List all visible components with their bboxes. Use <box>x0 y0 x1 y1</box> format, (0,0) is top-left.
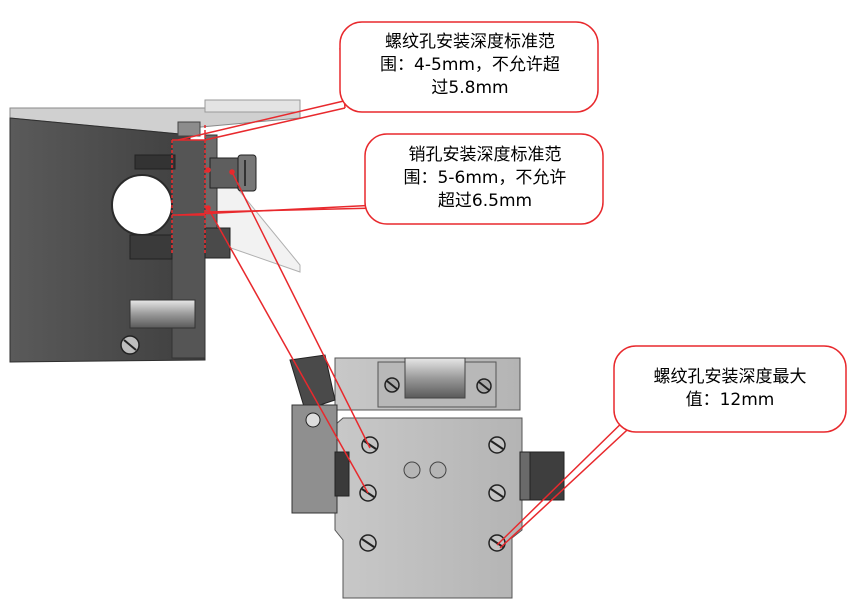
motor-housing <box>404 357 466 399</box>
leader-lines <box>177 47 641 549</box>
section-view <box>9 99 301 363</box>
pin <box>204 227 231 259</box>
callout-screw-standard <box>339 21 599 113</box>
rod <box>129 299 196 329</box>
callout-pin-standard-text: 销孔安装深度标准范 围：5-6mm，不允许 超过6.5mm <box>403 145 567 211</box>
callout-screw-max-text: 螺纹孔安装深度最大 值：12mm <box>653 367 807 410</box>
bore-hole <box>111 174 173 236</box>
callout-screw-max <box>613 345 847 433</box>
callout-screw-standard-text: 螺纹孔安装深度标准范 围：4-5mm，不允许超 过5.8mm <box>380 32 560 98</box>
assembly-view <box>289 354 565 599</box>
screw-head <box>237 154 257 192</box>
screw-body <box>209 157 241 189</box>
callout-pin-standard <box>364 133 604 225</box>
